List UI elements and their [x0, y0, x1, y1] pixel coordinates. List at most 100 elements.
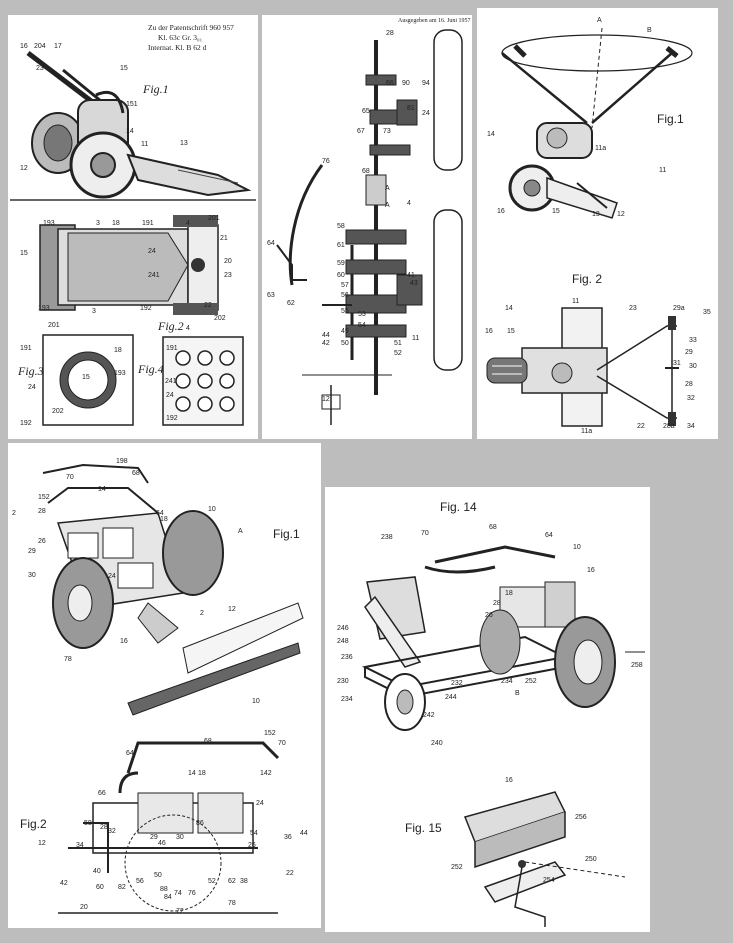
reference-numeral: 68	[489, 524, 497, 531]
reference-numeral: 60	[96, 884, 104, 891]
reference-numeral: 22	[637, 423, 645, 430]
reference-numeral: 18	[505, 590, 513, 597]
reference-numeral: 192	[20, 420, 32, 427]
reference-numeral: 242	[423, 712, 435, 719]
reference-numeral: 15	[507, 328, 515, 335]
fig-label: Fig.1	[273, 527, 300, 541]
reference-numeral: 29	[685, 349, 693, 356]
reference-numeral: 62	[228, 878, 236, 885]
reference-numeral: 202	[52, 408, 64, 415]
reference-numeral: 67	[357, 128, 365, 135]
reference-numeral: 72	[176, 908, 184, 915]
reference-numeral: 11	[141, 141, 148, 148]
reference-numeral: 28	[493, 600, 501, 607]
reference-numeral: 14	[487, 131, 495, 138]
reference-numeral: 230	[337, 678, 349, 685]
reference-numeral: 54	[358, 322, 366, 329]
reference-numeral: 3	[96, 220, 100, 227]
reference-numeral: 28	[685, 381, 693, 388]
reference-numeral: 191	[20, 345, 32, 352]
reference-numeral: 246	[337, 625, 349, 632]
reference-numeral: 30	[28, 572, 36, 579]
reference-numeral: A	[385, 202, 390, 209]
reference-numeral: 50	[154, 872, 162, 879]
reference-numeral: 15	[120, 65, 128, 72]
reference-numeral: 24	[166, 392, 174, 399]
reference-numeral: 78	[64, 656, 72, 663]
reference-numeral: 30	[176, 834, 184, 841]
reference-numeral: 63	[267, 292, 275, 299]
reference-numeral: 12	[617, 211, 625, 218]
patent-drawing-d: Fig.1 Fig.2 198687014641810A152282262924…	[8, 443, 321, 928]
reference-numeral: 17	[54, 43, 62, 50]
reference-numeral: 56	[341, 292, 349, 299]
reference-numeral: 191	[166, 345, 178, 352]
reference-numeral: 57	[341, 282, 349, 289]
reference-numeral: 11	[572, 298, 579, 305]
reference-numeral: 73	[383, 128, 391, 135]
reference-numeral: B	[647, 27, 652, 34]
reference-numeral: 32	[687, 395, 695, 402]
reference-numeral: 201	[48, 322, 60, 329]
fig-label: Fig.1	[657, 112, 684, 126]
reference-numeral: 74	[174, 890, 182, 897]
reference-numeral: 28	[386, 30, 394, 37]
reference-numeral: 16	[497, 208, 505, 215]
reference-numeral: 238	[381, 534, 393, 541]
reference-numeral: 26	[248, 842, 256, 849]
reference-numeral: 191	[142, 220, 154, 227]
reference-numeral: 44	[322, 332, 330, 339]
reference-numeral: 10	[252, 698, 260, 705]
reference-numeral: 68	[132, 470, 140, 477]
reference-numeral: 52	[208, 878, 216, 885]
reference-numeral: 201	[208, 215, 220, 222]
reference-numeral: 11	[659, 167, 666, 174]
reference-numeral: 55	[341, 308, 349, 315]
reference-numeral: 35	[703, 309, 711, 316]
reference-numeral: 3	[92, 308, 96, 315]
reference-numeral: 4	[407, 200, 411, 207]
reference-numeral: 11a	[595, 145, 606, 152]
reference-numeral: 22	[286, 870, 294, 877]
reference-numeral: 15	[82, 374, 90, 381]
reference-numeral: 256	[575, 814, 587, 821]
reference-numeral: 193	[43, 220, 55, 227]
reference-numeral: 12	[228, 606, 236, 613]
reference-numeral: 12	[20, 165, 28, 172]
reference-numeral: 34	[687, 423, 695, 430]
reference-numeral: 28	[38, 508, 46, 515]
patent-sheet-b: Ausgegeben am 16. Juni 1957 2866909481	[262, 15, 472, 439]
reference-numeral: 18	[198, 770, 206, 777]
reference-numeral: 21	[220, 235, 228, 242]
reference-numeral: 24	[256, 800, 264, 807]
reference-numeral: 23	[224, 272, 232, 279]
reference-numeral: A	[597, 17, 602, 24]
reference-numeral: 42	[60, 880, 68, 887]
reference-numeral: 16	[485, 328, 493, 335]
reference-numeral: 252	[451, 864, 463, 871]
reference-numeral: 49	[341, 328, 349, 335]
fig-label: Fig.2	[20, 817, 47, 831]
reference-numeral: 38	[240, 878, 248, 885]
reference-numeral: 30	[689, 363, 697, 370]
reference-numeral: 204	[34, 43, 46, 50]
reference-numeral: 52	[394, 350, 402, 357]
reference-numeral: 59	[337, 260, 345, 267]
reference-numeral: 56	[136, 878, 144, 885]
fig-label: Fig. 2	[572, 272, 602, 286]
reference-numeral: 60	[337, 272, 345, 279]
reference-numeral: 24	[108, 573, 116, 580]
reference-numeral: 24	[422, 110, 430, 117]
reference-numeral: 192	[140, 305, 152, 312]
reference-numeral: 250	[585, 856, 597, 863]
reference-numeral: 232	[451, 680, 463, 687]
reference-numeral: 2	[200, 610, 204, 617]
reference-numeral: 23	[629, 305, 637, 312]
reference-numeral: 28a	[663, 423, 675, 430]
reference-numeral: 65	[362, 108, 370, 115]
patent-drawing-b: 2866909481246567737668646362615960585756…	[262, 15, 472, 439]
reference-numeral: 64	[545, 532, 553, 539]
reference-numeral: 13	[592, 211, 600, 218]
reference-numeral: 90	[402, 80, 410, 87]
reference-numeral: 192	[166, 415, 178, 422]
